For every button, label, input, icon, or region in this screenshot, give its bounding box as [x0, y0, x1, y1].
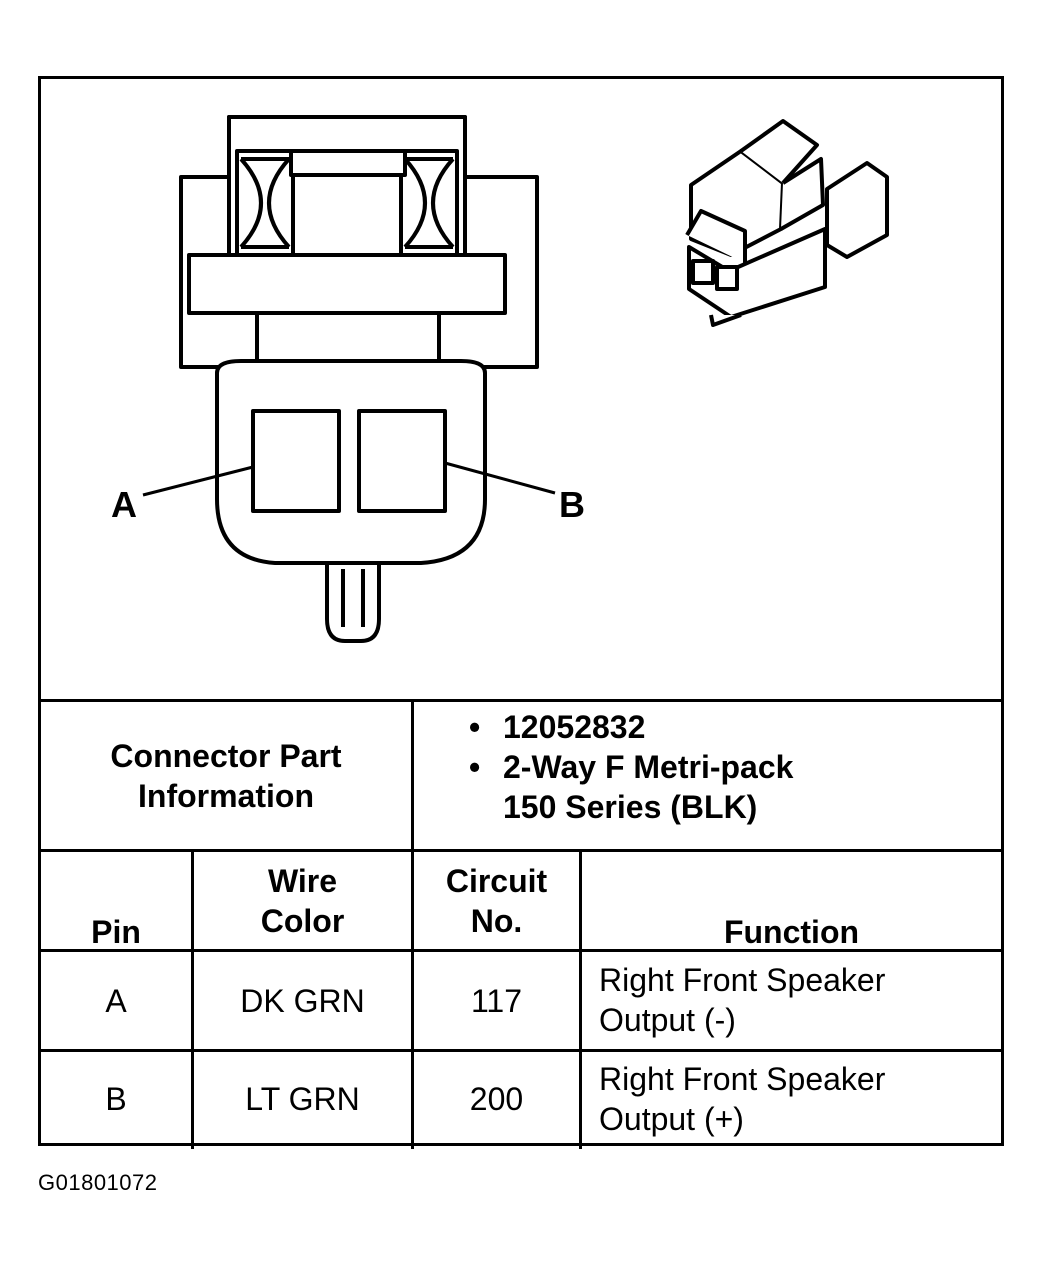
terminal-cavity-b [357, 409, 447, 513]
terminal-cavity-a [251, 409, 341, 513]
row-a-circuit: 117 [470, 982, 522, 1019]
header-bottom-border [41, 949, 1001, 952]
right-latch-window [399, 149, 459, 257]
connector-info-label-line1: Connector Part [110, 737, 342, 774]
connector-type: 2-Way F Metri-pack [503, 749, 794, 785]
header-wire-color: Wire Color [260, 862, 345, 939]
bullet-item: • 12052832 [469, 709, 646, 745]
connector-info-bullets: • 12052832 • 2-Way F Metri-pack 150 Seri… [469, 707, 793, 827]
info-divider [411, 699, 414, 1149]
circuit-col-divider [579, 849, 582, 1149]
info-bottom-border [41, 849, 1001, 852]
row-a-pin: A [105, 982, 127, 1019]
table-top-border [41, 699, 1001, 702]
pin-col-divider [191, 849, 194, 1149]
row-b-pin: B [105, 1081, 127, 1117]
connector-info-label: Connector Part Information [41, 702, 411, 849]
isometric-connector-icon [685, 119, 889, 327]
row-a-wire-color: DK GRN [240, 982, 365, 1019]
leader-line-a [142, 465, 254, 497]
row-a-bottom-border [41, 1049, 1001, 1052]
left-latch-window [235, 149, 295, 257]
pin-label-b: B [559, 484, 585, 525]
row-a-function: Right Front Speaker Output (-) [599, 962, 886, 1038]
row-b-wire-color: LT GRN [245, 1081, 360, 1117]
connector-info-label-line2: Information [138, 777, 314, 814]
connector-face-drawing: A B [111, 115, 889, 643]
connector-series: 150 Series (BLK) [503, 789, 758, 825]
diagram-frame: A B Connector Part Information • 1205283… [38, 76, 1004, 1149]
center-tab [289, 149, 407, 177]
latch-block [227, 115, 467, 257]
header-circuit-no: Circuit No. [445, 862, 548, 939]
row-b-function: Right Front Speaker Output (+) [599, 1061, 886, 1137]
bullet-item: • 2-Way F Metri-pack 150 Series (BLK) [469, 749, 794, 825]
key-peg [325, 563, 381, 643]
row-b-circuit: 200 [469, 1081, 524, 1117]
part-number: 12052832 [503, 709, 646, 745]
figure-id-caption: G01801072 [38, 1170, 158, 1195]
header-function: Function [723, 914, 860, 950]
pin-label-a: A [111, 484, 137, 525]
leader-line-b [444, 461, 556, 495]
latch-bar [187, 253, 507, 315]
header-pin: Pin [91, 914, 141, 950]
